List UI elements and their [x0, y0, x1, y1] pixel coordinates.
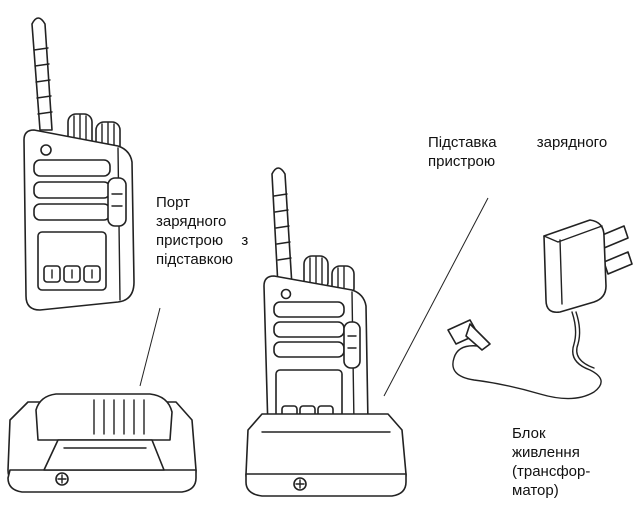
- label-charging-stand: Підставка зарядного пристрою: [428, 133, 610, 171]
- label-line: зарядного: [156, 213, 227, 230]
- label-line: живлення: [512, 444, 580, 461]
- charging-cradle-left: [7, 393, 197, 493]
- label-line: Порт: [156, 194, 191, 211]
- label-line: пристрою з: [156, 231, 251, 250]
- label-word: пристрою з: [156, 232, 249, 249]
- label-line: Підставка зарядного: [428, 134, 608, 151]
- label-line: підставкою: [156, 251, 234, 268]
- label-line: (трансфор-: [512, 463, 591, 480]
- radio-in-cradle: [245, 167, 407, 497]
- label-line: Блок: [512, 425, 546, 442]
- label-line: пристрою: [428, 153, 496, 170]
- label-power-supply: Блок живлення (трансфор- матор): [512, 424, 622, 500]
- label-line: матор): [512, 482, 559, 499]
- power-adapter: [447, 219, 633, 400]
- radio-left: [23, 17, 135, 311]
- label-charging-port: Порт зарядного пристрою з підставкою: [156, 193, 251, 269]
